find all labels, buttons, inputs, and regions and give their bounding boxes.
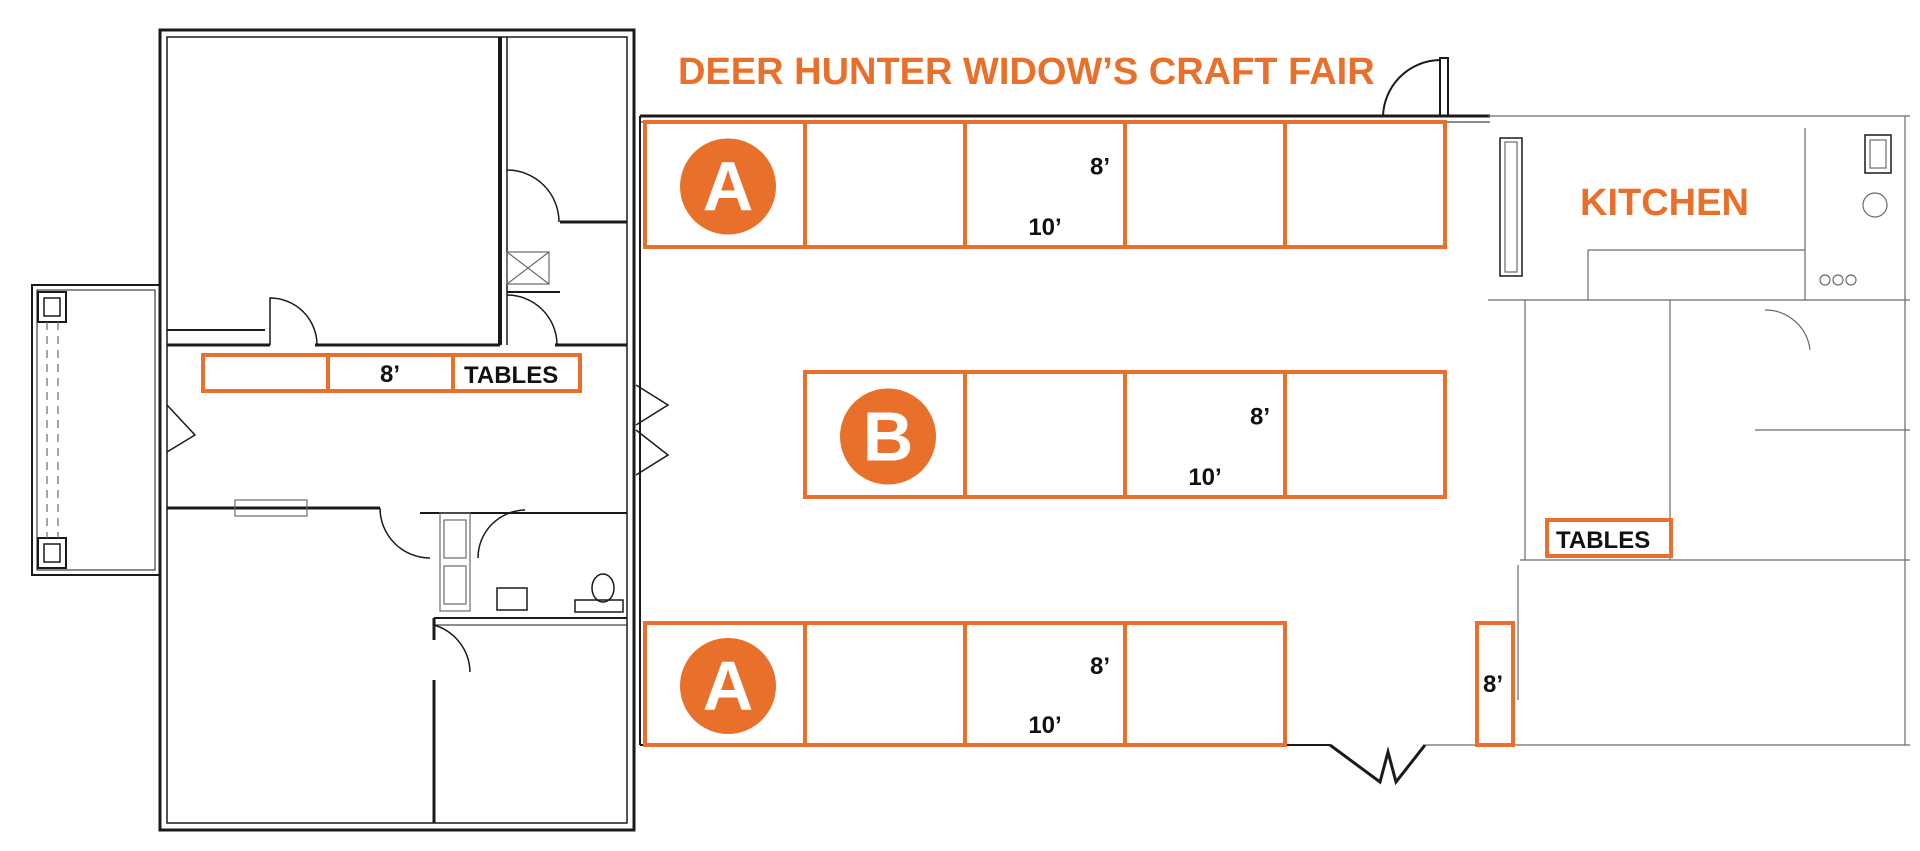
booth-depth-label: 8’	[1090, 653, 1110, 680]
table-size-label: 8’	[380, 361, 400, 388]
section-letter: A	[703, 148, 754, 226]
booth	[1283, 370, 1447, 499]
booth-width-label: 10’	[1188, 464, 1221, 491]
badge-circle	[840, 388, 936, 485]
badge-circle	[680, 638, 776, 734]
booth	[1123, 120, 1287, 249]
badge-circle	[680, 138, 776, 235]
section-badge: B	[840, 388, 936, 485]
small-table: 8’	[1475, 621, 1515, 747]
west-hall-tables: 8’ TABLES	[201, 353, 582, 393]
tables-label: TABLES	[464, 362, 558, 389]
booth-area: A 8’ 10’ B 8’ 10’ A 8’ 10’	[643, 120, 1447, 747]
section-letter: B	[863, 398, 914, 476]
table-size-label: 8’	[1483, 671, 1503, 698]
booth	[1123, 621, 1287, 747]
booth-row-middle: B 8’ 10’	[803, 370, 1447, 499]
booth-row-top: A 8’ 10’	[643, 120, 1447, 249]
fair-title: DEER HUNTER WIDOW’S CRAFT FAIR	[678, 51, 1375, 93]
section-badge: A	[680, 138, 776, 235]
tables-label: TABLES	[1556, 527, 1650, 554]
kitchen-label: KITCHEN	[1580, 182, 1749, 224]
building-walls	[31, 28, 1910, 832]
booth	[803, 621, 967, 747]
booth	[963, 370, 1127, 499]
booth-width-label: 10’	[1028, 712, 1061, 739]
booth-row-bottom: A 8’ 10’	[643, 621, 1287, 747]
section-letter: A	[703, 647, 754, 725]
section-badge: A	[680, 638, 776, 734]
booth	[1283, 120, 1447, 249]
booth	[803, 120, 967, 249]
booth-depth-label: 8’	[1250, 404, 1270, 431]
booth-width-label: 10’	[1028, 214, 1061, 241]
booth-depth-label: 8’	[1090, 154, 1110, 181]
east-tables: TABLES	[1545, 518, 1673, 558]
